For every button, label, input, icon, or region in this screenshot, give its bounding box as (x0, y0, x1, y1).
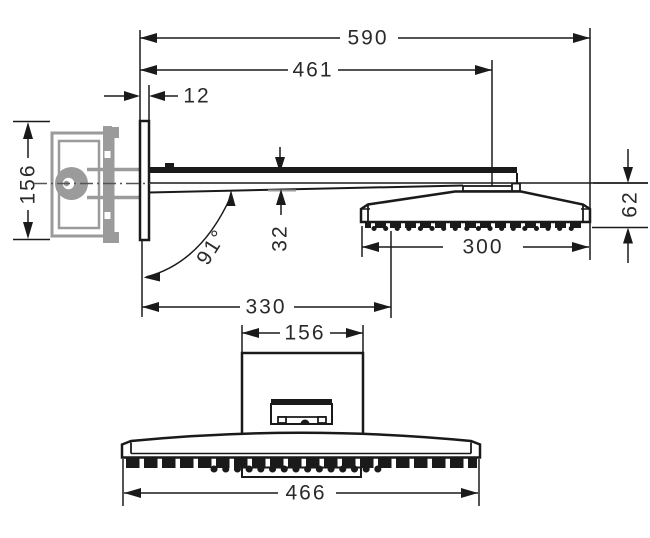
dim-156-bottom: 156 (242, 322, 363, 345)
dim-466: 466 (124, 482, 478, 505)
arrowhead (461, 488, 478, 498)
arm-screw-nub (165, 163, 174, 167)
dim-466-label: 466 (285, 482, 326, 505)
arrowhead (275, 157, 285, 173)
shower-arm (148, 163, 518, 194)
dim-156-side: 156 (17, 122, 40, 239)
rail-notch (104, 212, 111, 219)
arrowhead (572, 242, 589, 252)
ibox-tab-bottom (104, 232, 119, 243)
wall-plate-side (138, 119, 151, 242)
head-side-outline (359, 190, 592, 224)
shower-head-bottom (120, 431, 482, 478)
connector-top-band (271, 399, 332, 404)
dim-300: 300 (362, 236, 589, 259)
bottom-view (120, 351, 482, 478)
dim-62: 62 (619, 149, 642, 263)
arrowhead (140, 33, 157, 43)
dim-12-label: 12 (183, 85, 210, 108)
dim-461-label: 461 (292, 59, 333, 82)
arm-top-edge (149, 167, 517, 173)
dim-300-label: 300 (462, 236, 503, 259)
dim-590: 590 (140, 27, 590, 50)
head-bottom-outline (120, 431, 482, 459)
dim-461: 461 (140, 59, 492, 82)
dim-156-side-label: 156 (17, 163, 40, 204)
arrowhead (362, 242, 379, 252)
arrowhead (149, 91, 165, 101)
arrowhead (226, 190, 236, 206)
connector-foot-right (317, 416, 327, 424)
arrowhead (623, 227, 633, 244)
dim-32-label: 32 (269, 224, 292, 251)
arrowhead (475, 65, 492, 75)
rail-notch (104, 151, 111, 158)
arrowhead (124, 488, 141, 498)
arm-connector-bottom (270, 399, 333, 425)
spray-face-bottom (124, 458, 477, 468)
dim-62-label: 62 (619, 190, 642, 217)
dim-330: 330 (142, 296, 391, 319)
spray-face-side (365, 221, 585, 228)
head-mount-plate (462, 185, 518, 192)
dim-330-label: 330 (245, 296, 286, 319)
arrowhead (242, 328, 259, 338)
connector-notch (300, 419, 310, 424)
connector-foot-left (277, 416, 287, 424)
arrowhead (276, 189, 286, 205)
arrowhead (23, 222, 33, 239)
arm-underside (148, 184, 464, 194)
arrowhead (573, 33, 590, 43)
arrowhead (346, 328, 363, 338)
dim-590-label: 590 (347, 27, 388, 50)
side-view (34, 119, 648, 243)
shower-head-side (359, 182, 592, 231)
arrowhead (124, 91, 140, 101)
dim-32: 32 (269, 147, 292, 252)
arrowhead (142, 302, 159, 312)
dim-91deg: 91° (143, 190, 236, 282)
arrowhead (23, 122, 33, 139)
head-mount-block (511, 182, 521, 192)
arrowhead (374, 302, 391, 312)
dim-12: 12 (104, 85, 210, 108)
concealed-installation-box (50, 126, 139, 243)
spray-plate-rect (241, 466, 362, 478)
dim-156-bottom-label: 156 (284, 322, 325, 345)
dim-91-label: 91° (192, 225, 232, 269)
ibox-rail (103, 126, 112, 243)
arrowhead (143, 272, 160, 282)
ibox-tab-top (104, 127, 119, 138)
arrowhead (140, 65, 157, 75)
arrowhead (623, 167, 633, 183)
